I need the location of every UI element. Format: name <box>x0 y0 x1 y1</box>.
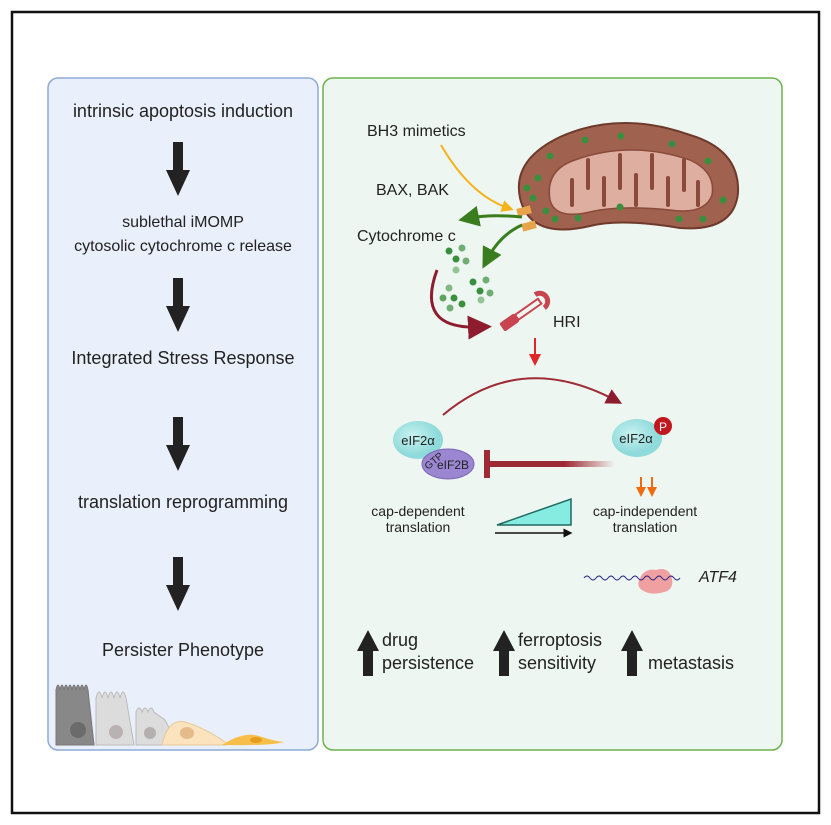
cap-dependent-label-2: translation <box>386 519 451 535</box>
inhibition-bar <box>490 461 615 467</box>
cap-independent-label: cap-independent <box>593 503 697 519</box>
step-cytc-release: cytosolic cytochrome c release <box>74 238 292 255</box>
activation-arrow <box>429 269 492 340</box>
down-arrow-icon <box>166 557 190 611</box>
step-sublethal-imomp: sublethal iMOMP <box>122 214 244 231</box>
cytochrome-c-label: Cytochrome c <box>357 228 456 245</box>
right-panel: BH3 mimetics BAX, BAK Cytochrome c <box>322 77 783 751</box>
eif2a-left <box>393 421 443 459</box>
mitochondrion-illustration <box>516 122 740 232</box>
bax-bak-label: BAX, BAK <box>376 182 449 199</box>
bh3-mimetics-label: BH3 mimetics <box>367 123 466 140</box>
step-persister-phenotype: Persister Phenotype <box>102 640 264 660</box>
outcome-sensitivity: sensitivity <box>518 653 596 673</box>
eif2b-label: eIF2B <box>437 458 469 472</box>
eif2b <box>421 448 475 480</box>
outcome-metastasis: metastasis <box>648 653 734 673</box>
outcome-drug: drug <box>382 630 418 650</box>
cell-transition-illustration <box>55 684 284 746</box>
phosphate-badge <box>654 417 672 435</box>
inhibition-cap <box>484 450 490 478</box>
cap-independent-label-2: translation <box>613 519 678 535</box>
cap-dependent-label: cap-dependent <box>371 503 465 519</box>
phosphorylation-arrow <box>442 377 623 416</box>
phosphate-label: P <box>659 420 667 434</box>
cytochrome-c-molecules <box>439 244 494 312</box>
step-translation-reprogramming: translation reprogramming <box>78 492 288 512</box>
hri-label: HRI <box>553 314 581 331</box>
up-arrow-icon <box>357 630 379 676</box>
hri-kinase-icon <box>499 290 551 331</box>
down-arrow-icon <box>166 142 190 196</box>
down-arrow-icon <box>166 278 190 332</box>
ribosome-mrna-illustration <box>583 569 681 594</box>
outcome-persistence: persistence <box>382 653 474 673</box>
cytc-release-arrow <box>458 205 523 227</box>
bh3-arrow <box>440 144 514 212</box>
outcome-ferroptosis: ferroptosis <box>518 630 602 650</box>
cytc-release-arrow <box>482 223 523 269</box>
eif2a-phosphorylated <box>612 419 662 457</box>
step-isr: Integrated Stress Response <box>71 348 294 368</box>
atf4-label: ATF4 <box>698 569 737 586</box>
eif2a-left-label: eIF2α <box>401 433 435 448</box>
gradient-wedge <box>496 497 572 526</box>
left-panel: intrinsic apoptosis induction sublethal … <box>47 77 319 751</box>
down-arrow-icon <box>166 417 190 471</box>
up-arrow-icon <box>621 630 643 676</box>
step-apoptosis-induction: intrinsic apoptosis induction <box>73 101 293 121</box>
up-arrow-icon <box>493 630 515 676</box>
eif2a-right-label: eIF2α <box>619 431 653 446</box>
